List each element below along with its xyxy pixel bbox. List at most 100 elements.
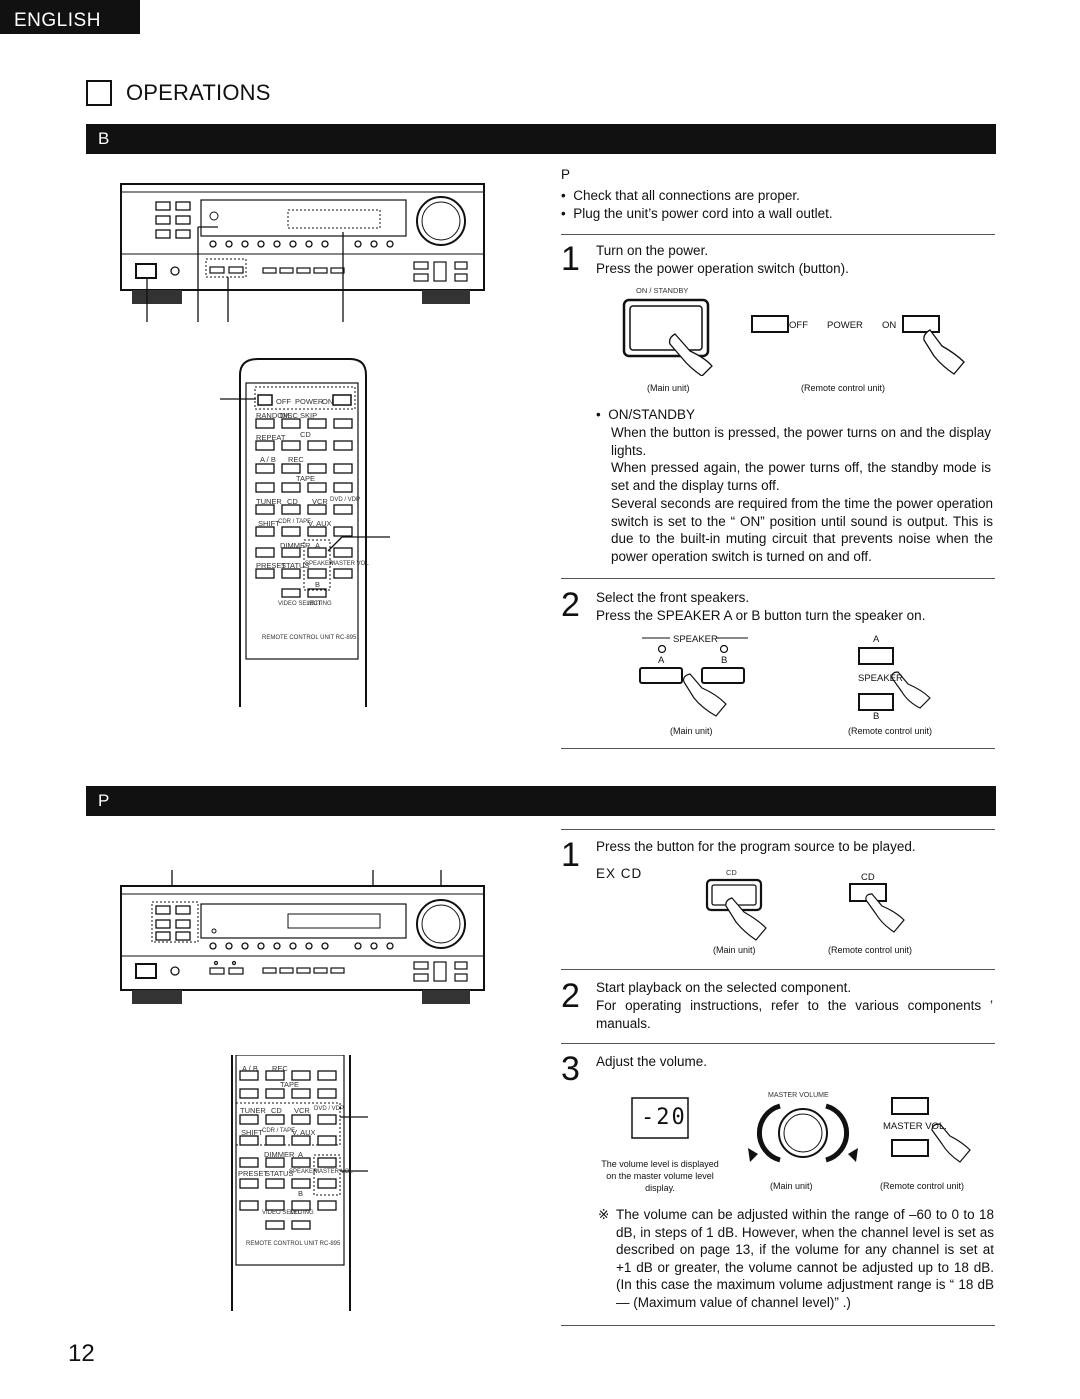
remote-label-speaker: SPEAKER [305, 561, 334, 567]
cd-button-figure [705, 878, 905, 941]
step-title: Press the button for the program source … [596, 839, 916, 854]
step-title: Select the front speakers. [596, 590, 750, 605]
receiver-front-panel-figure [120, 183, 485, 322]
speaker-button-figure [639, 637, 931, 717]
step-number: 1 [561, 836, 580, 874]
remote-model-label: REMOTE CONTROL UNIT RC-895 [246, 1241, 341, 1247]
remote-label-status: STATUS [281, 561, 310, 570]
remote-label-master-vol: MASTER VOL [314, 1169, 353, 1175]
divider [561, 578, 995, 579]
remote-label-b: B [298, 1189, 304, 1198]
remote-label-v-aux: V. AUX [308, 519, 332, 528]
remote-label-off: OFF [276, 397, 291, 406]
remote-label-dvd: DVD / VDP [330, 497, 361, 503]
remote-speaker-a-label: A [873, 634, 880, 645]
step-number: 3 [561, 1050, 580, 1088]
divider [561, 1043, 995, 1044]
caption-remote-unit: (Remote control unit) [880, 1181, 965, 1191]
bullet-item: • Check that all connections are proper. [561, 188, 800, 203]
section-bar-label: B [98, 129, 110, 148]
section-bar-p: P [86, 786, 996, 816]
step-title: Adjust the volume. [596, 1054, 708, 1069]
divider [561, 829, 995, 830]
step-number: 2 [561, 586, 580, 624]
caption-remote-unit: (Remote control unit) [801, 383, 886, 393]
speaker-b-label: B [721, 655, 728, 666]
note-mark: ※ [598, 1207, 610, 1222]
remote-label-a: A [315, 541, 321, 550]
step-title: Start playback on the selected component… [596, 980, 852, 995]
remote-label-rec: REC [272, 1064, 288, 1073]
remote-label-muting: MUTING [290, 1210, 314, 1216]
remote-label-preset: PRESET [238, 1169, 269, 1178]
remote-label-video-select: VIDEO SELECT [278, 601, 322, 607]
section-bar-b: B [86, 124, 996, 154]
page-title: OPERATIONS [126, 80, 271, 105]
remote-label-tuner: TUNER [256, 497, 282, 506]
remote-on-label: ON [882, 320, 897, 331]
remote-label-vcr: VCR [312, 497, 328, 506]
remote-control-figure: OFF POWER ON RANDOM DISC SKIP CD REPEAT … [220, 355, 395, 707]
remote-label-rec: REC [288, 455, 304, 464]
standby-paragraph-2: When pressed again, the power turns off,… [611, 460, 991, 493]
remote-label-speaker: SPEAKER [289, 1169, 318, 1175]
cd-remote-label: CD [861, 872, 875, 883]
volume-display-caption: The volume level is displayed on the mas… [601, 1159, 719, 1193]
remote-label-power: POWER [295, 397, 324, 406]
step-desc: For operating instructions, refer to the… [596, 998, 993, 1031]
step-title: Turn on the power. [596, 243, 709, 258]
remote-label-a: A [298, 1150, 304, 1159]
bullet-item: • Plug the unit’s power cord into a wall… [561, 206, 833, 221]
section-bar-label: P [98, 791, 110, 810]
caption-main-unit: (Main unit) [647, 383, 690, 393]
speaker-figure-label: SPEAKER [673, 634, 718, 645]
bullet-text: Check that all connections are proper. [573, 188, 800, 203]
remote-control-figure-2: A / B REC TAPE TUNER CD VCR DVD / VDP SH… [228, 1054, 368, 1311]
caption-main-unit: (Main unit) [713, 945, 756, 955]
remote-label-muting: MUTING [308, 601, 332, 607]
remote-label-cdr-tape: CDR / TAPE [278, 519, 312, 525]
language-tab: ENGLISH [0, 0, 140, 34]
remote-label-video-select: VIDEO SELECT [262, 1210, 306, 1216]
master-volume-knob-label: MASTER VOLUME [768, 1092, 829, 1099]
step-desc: Press the power operation switch (button… [596, 261, 849, 276]
receiver-front-panel-figure-2 [120, 870, 485, 1004]
remote-model-label: REMOTE CONTROL UNIT RC-895 [262, 635, 357, 641]
remote-label-dvd: DVD / VDP [314, 1106, 345, 1112]
remote-label-dimmer: DIMMER [264, 1150, 295, 1159]
remote-label-preset: PRESET [256, 561, 287, 570]
caption-remote-unit: (Remote control unit) [848, 726, 933, 736]
remote-label-dimmer: DIMMER [280, 541, 311, 550]
remote-label-tuner: TUNER [240, 1106, 266, 1115]
step-number: 1 [561, 240, 580, 278]
volume-note: The volume can be adjusted within the ra… [616, 1207, 994, 1310]
standby-heading-text: ON/STANDBY [608, 407, 695, 422]
volume-display-readout: -20 [641, 1105, 687, 1130]
on-standby-figure-label: ON / STANDBY [636, 286, 689, 295]
remote-label-on: ON [322, 397, 334, 406]
step-number: 2 [561, 977, 580, 1015]
standby-paragraph-3: Several seconds are required from the ti… [611, 496, 993, 564]
caption-remote-unit: (Remote control unit) [828, 945, 913, 955]
divider [561, 234, 995, 235]
page-number: 12 [68, 1340, 95, 1367]
remote-label-b: B [315, 580, 321, 589]
remote-label-v-aux: V. AUX [292, 1128, 316, 1137]
standby-heading: • ON/STANDBY [596, 407, 695, 422]
before-heading: P [561, 167, 571, 182]
caption-main-unit: (Main unit) [670, 726, 713, 736]
remote-label-disc-skip: DISC SKIP [280, 411, 318, 420]
remote-label-status: STATUS [265, 1169, 294, 1178]
remote-label-shift: SHIFT [241, 1128, 263, 1137]
bullet-text: Plug the unit’s power cord into a wall o… [573, 206, 833, 221]
divider [561, 1325, 995, 1326]
divider [561, 969, 995, 970]
example-label: EX CD [596, 866, 643, 881]
remote-label-tape: TAPE [280, 1080, 300, 1089]
remote-label-cd: CD [300, 430, 311, 439]
power-button-figure [622, 298, 965, 376]
divider [561, 748, 995, 749]
remote-speaker-b-label: B [873, 711, 880, 722]
remote-label-repeat: REPEAT [256, 433, 286, 442]
remote-label-ab: A / B [242, 1064, 258, 1073]
